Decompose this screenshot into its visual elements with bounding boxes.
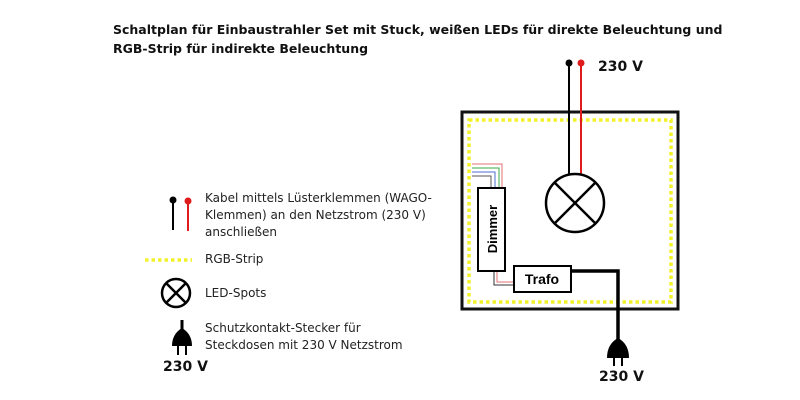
plug-icon: [172, 320, 192, 355]
legend-plug-text: Schutzkontakt-Stecker für Steckdosen mit…: [205, 320, 403, 354]
legend-plug-voltage: 230 V: [163, 359, 208, 375]
dimmer-label: Dimmer: [485, 205, 500, 253]
legend-cable-text: Kabel mittels Lüsterklemmen (WAGO- Klemm…: [205, 190, 432, 241]
lamp-icon: [160, 277, 192, 309]
trafo-label: Trafo: [525, 271, 559, 287]
legend-plug-line-2: Steckdosen mit 230 V Netzstrom: [205, 338, 403, 352]
diagram-title: Schaltplan für Einbaustrahler Set mit St…: [113, 20, 733, 58]
power-cable: [571, 269, 620, 342]
dimmer-box: [477, 187, 506, 272]
power-plug: [607, 338, 629, 366]
rgb-wires: [472, 163, 514, 286]
legend-cable-line-3: anschließen: [205, 225, 278, 239]
cable-icon: [169, 196, 192, 231]
top-voltage-label: 230 V: [598, 59, 643, 75]
legend-rgb-strip: RGB-Strip: [205, 252, 264, 266]
title-line-1: Schaltplan für Einbaustrahler Set mit St…: [113, 22, 723, 37]
mains-wires: [565, 59, 585, 177]
legend-cable-line-2: Klemmen) an den Netzstrom (230 V): [205, 208, 426, 222]
trafo-box: [513, 265, 572, 293]
bottom-voltage-label: 230 V: [599, 369, 644, 385]
title-line-2: RGB-Strip für indirekte Beleuchtung: [113, 41, 369, 56]
legend-cable-line-1: Kabel mittels Lüsterklemmen (WAGO-: [205, 191, 432, 205]
led-spot: [544, 172, 606, 234]
legend-led-spots: LED-Spots: [205, 286, 267, 300]
legend-plug-line-1: Schutzkontakt-Stecker für: [205, 321, 361, 335]
